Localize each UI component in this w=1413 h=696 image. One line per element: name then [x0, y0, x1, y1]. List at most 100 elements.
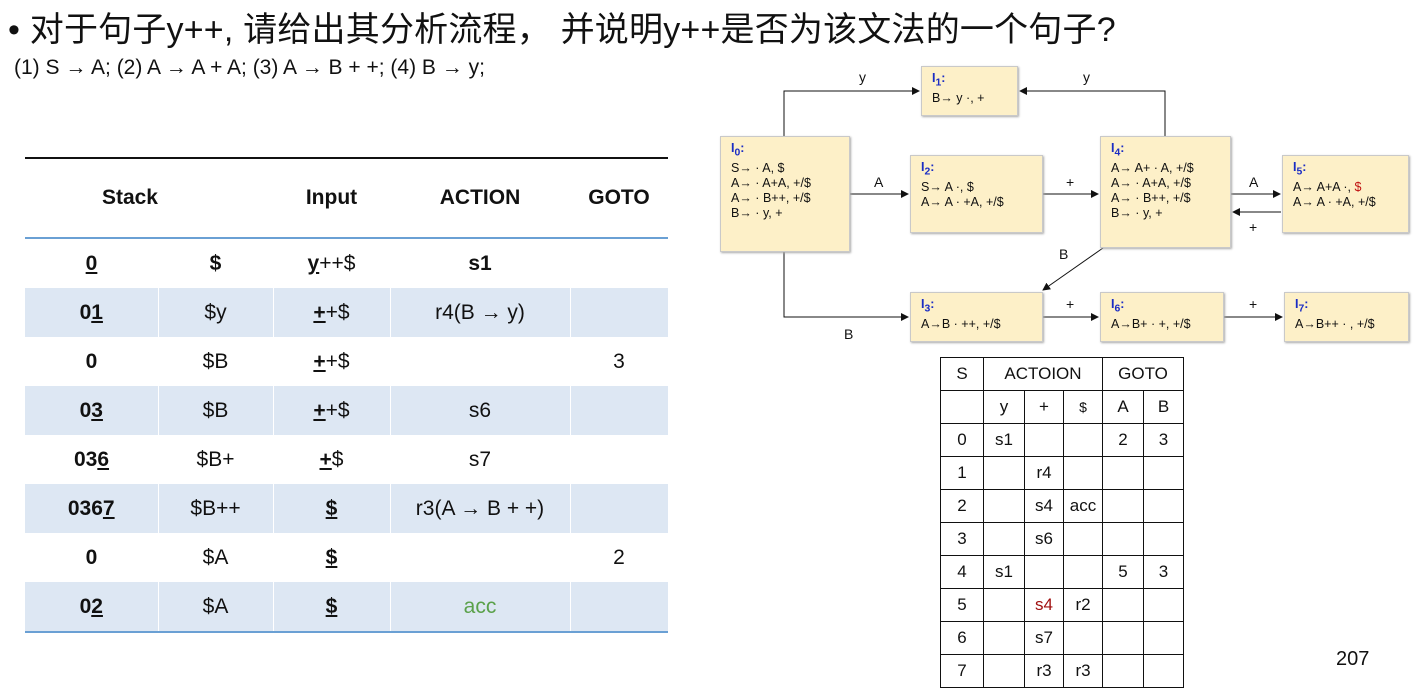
lr-header-row: S ACTOION GOTO — [940, 357, 1184, 391]
symbol-stack: $B+ — [196, 447, 235, 471]
lookahead-highlight: $ — [1354, 179, 1362, 194]
lr-item: A→ A+ · A, +/$ — [1111, 160, 1194, 175]
edge-i0-i1 — [783, 87, 920, 136]
lr-item: A→ · B++, +/$ — [731, 190, 811, 205]
edge-label-i4-i1: y — [1083, 69, 1090, 85]
lr-cell — [1143, 588, 1184, 622]
table-row: 0 $B ++$ 3 — [25, 337, 668, 386]
state-stack-rest: 036 — [67, 496, 103, 520]
lr-cell — [1143, 654, 1184, 688]
goto-cell — [569, 288, 668, 337]
input-lookahead: y — [307, 251, 320, 275]
edge-label-i2-i4: + — [1066, 174, 1075, 190]
state-stack-top: 1 — [91, 300, 103, 324]
state-stack-rest: 0 — [85, 349, 98, 373]
table-row: 02 $A $ acc — [25, 582, 668, 633]
lr-state-cell: 6 — [940, 621, 984, 655]
lr-cell — [1143, 456, 1184, 490]
symbol-stack: $B — [202, 349, 229, 373]
goto-cell: 3 — [613, 349, 625, 373]
edge-i4-i3 — [1042, 247, 1104, 291]
edge-label-i4-i5: A — [1249, 174, 1259, 190]
slide-title: • 对于句子y++, 请给出其分析流程， 并说明y++是否为该文法的一个句子? — [8, 11, 1116, 49]
lr-subheader-row: y + $ A B — [940, 390, 1184, 424]
header-goto: GOTO — [570, 157, 668, 239]
table-row: 6 s7 — [940, 621, 1184, 655]
symbol-stack: $A — [157, 582, 273, 633]
edge-i4-i1 — [1019, 87, 1166, 136]
input-buffer: ++$ — [272, 288, 390, 337]
symbol-stack: $B++ — [157, 484, 273, 533]
edge-label-i0-i1: y — [859, 69, 866, 85]
input-lookahead: + — [313, 398, 326, 422]
lr-header-action: ACTOION — [983, 357, 1103, 391]
lr-header-state: S — [940, 357, 984, 391]
lr-item: A→ A · +A, +/$ — [921, 194, 1004, 209]
table-row: 03 $B ++$ s6 — [25, 386, 668, 435]
lr-cell — [983, 456, 1025, 490]
state-stack: 01 — [25, 288, 158, 337]
lr-cell — [1063, 555, 1103, 589]
state-name: I6: — [1111, 297, 1125, 315]
lr-subheader-cell: + — [1024, 390, 1064, 424]
lr-state-cell: 4 — [940, 555, 984, 589]
lr-cell — [1102, 489, 1144, 523]
lr-cell — [983, 654, 1025, 688]
dfa-state-i7: I7: A→B++ · , +/$ — [1284, 292, 1409, 342]
lr-cell — [1143, 522, 1184, 556]
lr-state-cell: 0 — [940, 423, 984, 457]
input-rest: ++$ — [319, 251, 356, 275]
input-rest: +$ — [325, 300, 350, 324]
lr-cell: s6 — [1024, 522, 1064, 556]
input-rest: $ — [331, 447, 344, 471]
state-stack-rest: 0 — [85, 545, 98, 569]
lr-cell: s7 — [1024, 621, 1064, 655]
action-cell: s6 — [389, 386, 570, 435]
edge-label-i0-i2: A — [874, 174, 884, 190]
lr-cell — [1063, 456, 1103, 490]
lr-subheader-cell: A — [1102, 390, 1144, 424]
lr-cell — [1024, 555, 1064, 589]
state-name: I0: — [731, 141, 745, 159]
lr-cell: s1 — [983, 555, 1025, 589]
table-row: 0367 $B++ $ r3(A → B + +) — [25, 484, 668, 533]
lr-cell — [983, 489, 1025, 523]
lr-cell: r3 — [1024, 654, 1064, 688]
lr-state-cell: 5 — [940, 588, 984, 622]
lr-subheader-cell — [940, 390, 984, 424]
lr-item: B→ · y, + — [1111, 205, 1163, 220]
state-stack: 02 — [25, 582, 158, 633]
state-name: I3: — [921, 297, 935, 315]
state-stack-rest: 0 — [79, 594, 92, 618]
input-buffer: ++$ — [273, 337, 390, 386]
lr-item: B→ y ·, + — [932, 90, 985, 105]
lr-cell: r2 — [1063, 588, 1103, 622]
edge-label-i6-i7: + — [1249, 296, 1258, 312]
table-row: 0 $ y++$ s1 — [25, 238, 668, 288]
lr-item: A→ · B++, +/$ — [1111, 190, 1191, 205]
state-stack-rest: 0 — [79, 398, 92, 422]
state-stack-top: 3 — [91, 398, 103, 422]
lr-cell: 2 — [1102, 423, 1144, 457]
state-name: I5: — [1293, 160, 1307, 178]
input-rest: +$ — [325, 398, 350, 422]
input-lookahead: $ — [325, 496, 338, 520]
state-stack-top: 0 — [85, 251, 98, 275]
dfa-state-i1: I1: B→ y ·, + — [921, 66, 1018, 116]
lr-cell — [1102, 456, 1144, 490]
input-buffer: y++$ — [273, 238, 390, 288]
table-row: 036 $B+ +$ s7 — [25, 435, 668, 484]
lr-subheader-cell: B — [1143, 390, 1184, 424]
input-lookahead: + — [313, 349, 326, 373]
header-action: ACTION — [390, 157, 570, 239]
lr-item: A→ A+A ·, $ — [1293, 179, 1362, 194]
lr-cell — [1143, 489, 1184, 523]
state-stack: 0 — [25, 238, 158, 288]
state-stack: 0 — [25, 533, 158, 582]
